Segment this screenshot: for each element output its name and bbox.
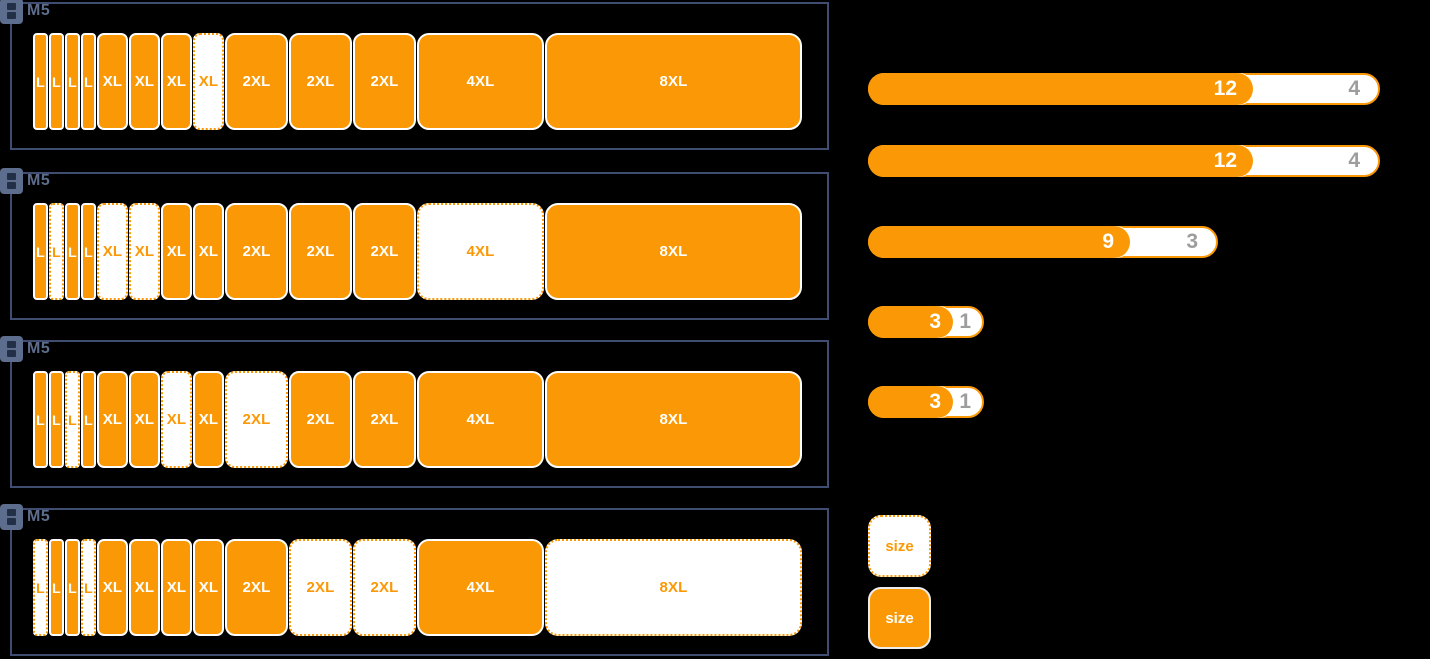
size-block-l-used: L [65,539,80,636]
host-icon [0,336,23,362]
size-block-xl-used: XL [129,539,160,636]
size-block-l-free: L [49,203,64,300]
capacity-bar-used-count: 12 [868,145,1253,177]
size-block-xl-free: XL [161,371,192,468]
size-block-l-used: L [33,371,48,468]
size-block-xl-free: XL [193,33,224,130]
size-block-2xl-used: 2XL [225,33,288,130]
host-icon-detail [7,350,16,357]
size-block-4xl-used: 4XL [417,371,544,468]
capacity-bar-free-count: 4 [1348,77,1360,100]
size-block-xl-used: XL [97,33,128,130]
size-block-2xl-used: 2XL [225,203,288,300]
size-block-l-used: L [65,33,80,130]
host-label: M5 [27,172,51,189]
capacity-bar-used-count: 9 [868,226,1130,258]
size-block-2xl-used: 2XL [289,33,352,130]
size-block-2xl-used: 2XL [225,539,288,636]
legend-chip-used-size: size [868,587,931,649]
capacity-bar-free-count: 1 [959,390,971,413]
host-icon-detail [7,518,16,525]
size-block-l-used: L [49,539,64,636]
capacity-bar-l: 12 4 [868,73,1380,105]
size-block-xl-free: XL [129,203,160,300]
host-label: M5 [27,340,51,357]
size-block-l-used: L [49,33,64,130]
host-icon-detail [7,182,16,189]
size-block-xl-used: XL [161,33,192,130]
size-block-2xl-used: 2XL [289,203,352,300]
size-block-2xl-used: 2XL [353,203,416,300]
size-block-xl-used: XL [161,539,192,636]
size-block-xl-used: XL [193,371,224,468]
size-block-l-free: L [65,371,80,468]
size-block-2xl-used: 2XL [353,371,416,468]
size-block-8xl-used: 8XL [545,371,802,468]
size-block-l-used: L [33,33,48,130]
size-block-l-used: L [81,203,96,300]
size-block-2xl-free: 2XL [225,371,288,468]
size-block-2xl-free: 2XL [353,539,416,636]
size-block-2xl-used: 2XL [289,371,352,468]
size-block-l-used: L [65,203,80,300]
host-icon-detail [7,509,16,516]
size-block-xl-used: XL [161,203,192,300]
host-icon-detail [7,173,16,180]
size-block-xl-used: XL [193,539,224,636]
size-block-l-used: L [81,371,96,468]
size-block-2xl-used: 2XL [353,33,416,130]
size-block-8xl-free: 8XL [545,539,802,636]
host-icon [0,0,23,24]
legend-chip-used-label: size [885,609,914,627]
host-icon [0,168,23,194]
size-block-4xl-used: 4XL [417,33,544,130]
size-block-xl-used: XL [193,203,224,300]
capacity-bar-free-count: 1 [959,310,971,333]
host-icon-detail [7,12,16,19]
legend-chip-free-label: size [885,537,914,555]
size-block-4xl-free: 4XL [417,203,544,300]
host-icon-detail [7,3,16,10]
host-icon [0,504,23,530]
capacity-bar-free-count: 3 [1186,230,1198,253]
size-block-l-free: L [81,539,96,636]
size-block-xl-used: XL [97,539,128,636]
legend-chip-free-size: size [868,515,931,577]
size-block-4xl-used: 4XL [417,539,544,636]
capacity-bar-used-count: 3 [868,306,953,338]
capacity-bar-free-count: 4 [1348,149,1360,172]
host-icon-detail [7,341,16,348]
size-block-xl-used: XL [97,371,128,468]
size-block-8xl-used: 8XL [545,203,802,300]
size-block-xl-used: XL [129,33,160,130]
size-block-l-used: L [81,33,96,130]
host-label: M5 [27,2,51,19]
size-block-l-used: L [49,371,64,468]
size-block-l-used: L [33,203,48,300]
size-block-8xl-used: 8XL [545,33,802,130]
capacity-bar-used-count: 12 [868,73,1253,105]
capacity-bar-xl: 12 4 [868,145,1380,177]
capacity-bar-used-count: 3 [868,386,953,418]
size-block-xl-used: XL [129,371,160,468]
size-block-2xl-free: 2XL [289,539,352,636]
size-block-l-free: L [33,539,48,636]
size-block-xl-free: XL [97,203,128,300]
host-label: M5 [27,508,51,525]
